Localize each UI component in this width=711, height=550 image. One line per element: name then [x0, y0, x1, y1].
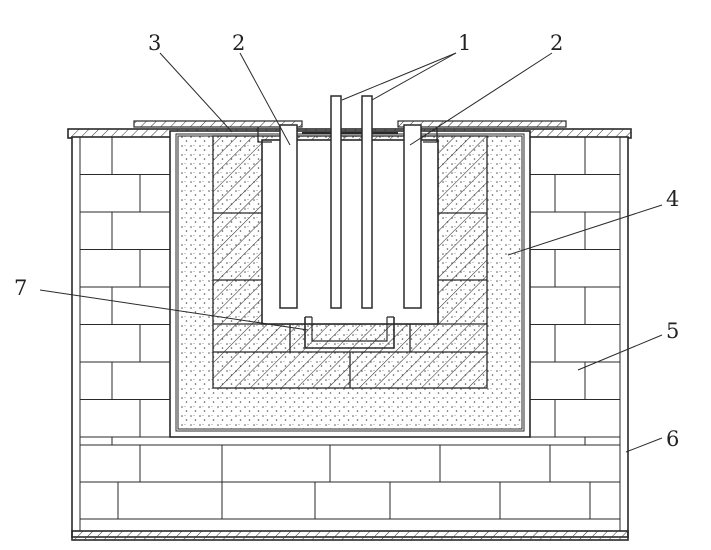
cover-plates — [133, 120, 567, 143]
label-4: 4 — [666, 187, 679, 211]
label-3: 3 — [148, 31, 161, 55]
label-7: 7 — [14, 276, 27, 300]
label-2a: 2 — [232, 31, 245, 55]
collection-cup — [304, 316, 395, 349]
label-5: 5 — [666, 319, 679, 343]
label-6: 6 — [666, 427, 679, 451]
part-labels: 1 2 2 3 4 5 6 7 — [14, 31, 679, 451]
leader-lines — [39, 52, 663, 453]
central-electrodes — [330, 95, 373, 309]
label-2b: 2 — [550, 31, 563, 55]
side-electrodes — [279, 124, 422, 309]
label-1: 1 — [458, 31, 471, 55]
brick-masonry — [80, 137, 620, 520]
